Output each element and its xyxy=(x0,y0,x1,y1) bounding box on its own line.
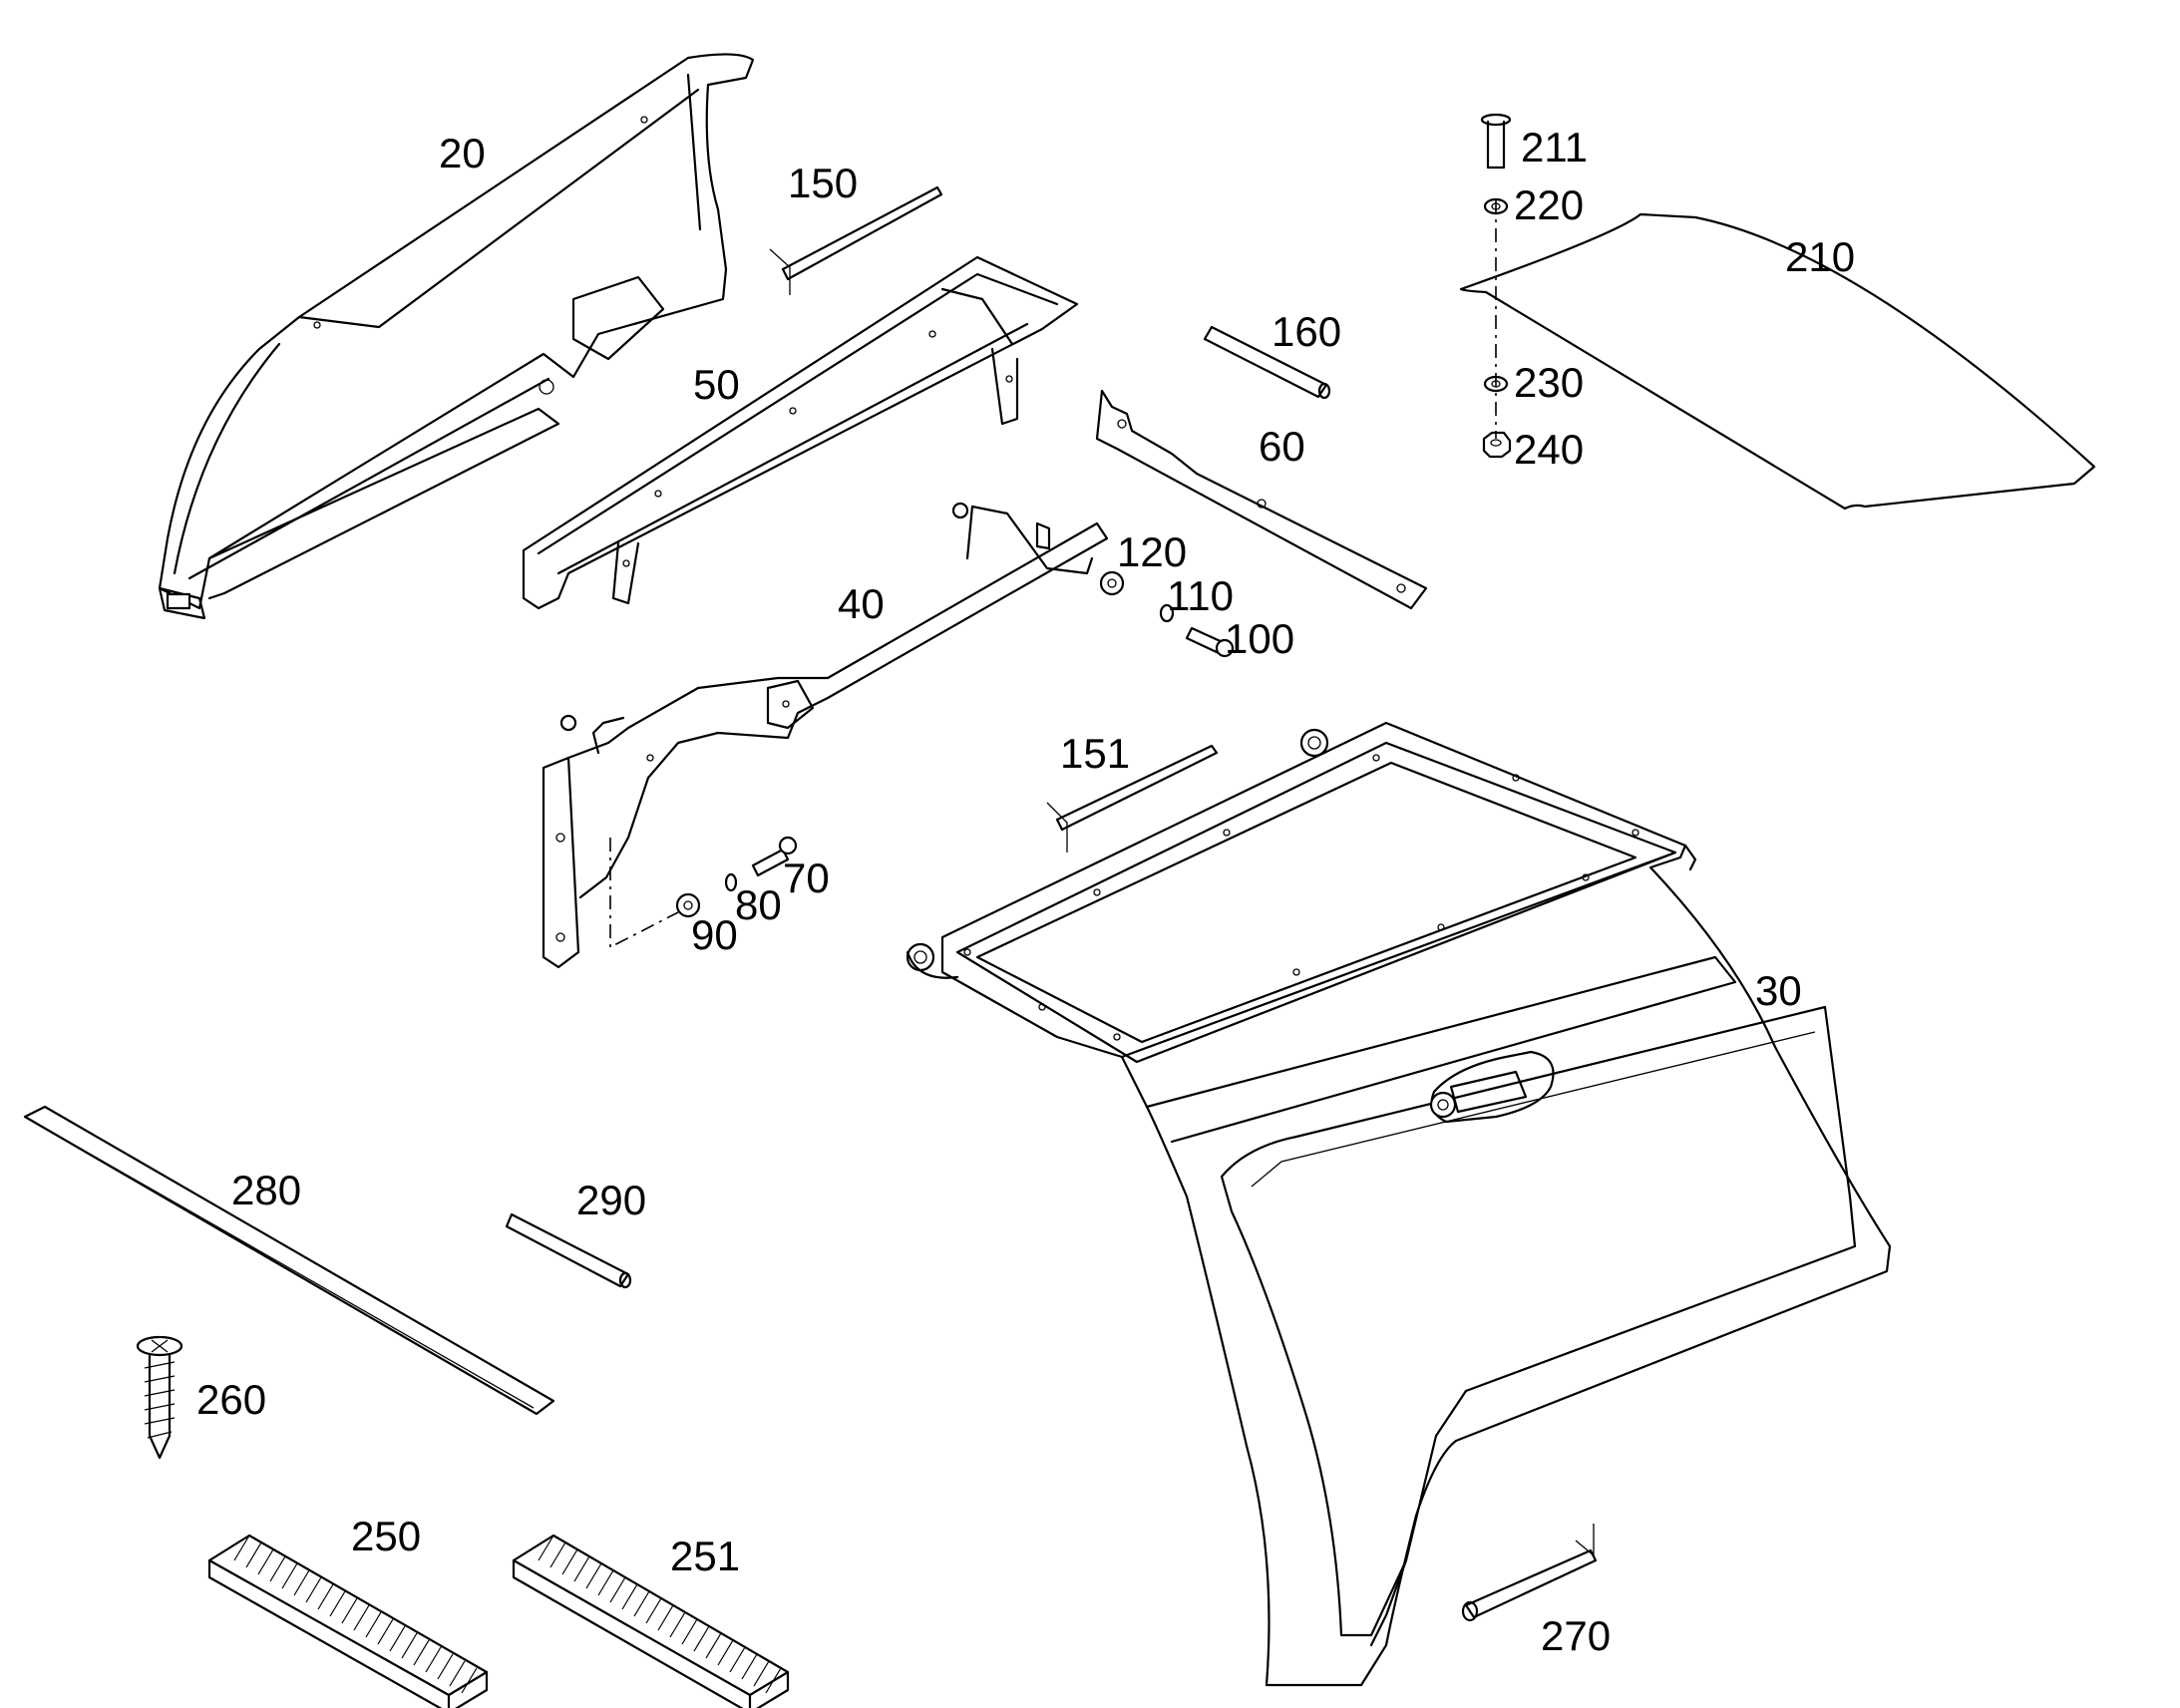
part-160-rod xyxy=(1203,325,1331,400)
callout-210: 210 xyxy=(1785,233,1855,280)
callout-260: 260 xyxy=(196,1376,266,1423)
callout-110: 110 xyxy=(1167,572,1234,619)
part-40-cross-member xyxy=(542,502,1109,969)
callout-280: 280 xyxy=(231,1167,301,1213)
callout-240: 240 xyxy=(1514,426,1584,473)
part-150-strip xyxy=(769,185,943,295)
part-151-strip xyxy=(1046,744,1219,853)
part-30-rear-door xyxy=(906,721,1892,1687)
part-110-lock-washer xyxy=(1159,603,1175,623)
callout-20: 20 xyxy=(439,130,486,176)
part-270-seal xyxy=(1461,1524,1598,1622)
part-100-bolt xyxy=(1185,626,1235,658)
callout-250: 250 xyxy=(351,1513,421,1559)
callout-80: 80 xyxy=(735,881,782,928)
part-20-side-frame xyxy=(158,53,755,620)
part-280-long-strip xyxy=(23,1105,555,1416)
part-120-washer xyxy=(1099,570,1125,596)
callout-50: 50 xyxy=(693,361,740,408)
part-260-screw xyxy=(136,1335,183,1460)
part-60-plate xyxy=(1095,389,1428,610)
callout-150: 150 xyxy=(788,160,858,206)
callout-211: 211 xyxy=(1521,124,1588,171)
part-80-lock-washer xyxy=(724,872,738,892)
part-90-washer xyxy=(675,892,701,918)
callout-251: 251 xyxy=(670,1533,740,1579)
assembly-axis-70-90 xyxy=(609,838,679,949)
callout-220: 220 xyxy=(1514,181,1584,228)
callout-40: 40 xyxy=(838,580,885,627)
part-220-washer xyxy=(1483,197,1509,215)
callout-90: 90 xyxy=(691,911,738,958)
callout-30: 30 xyxy=(1755,967,1802,1014)
callout-151: 151 xyxy=(1060,730,1130,777)
part-70-bolt xyxy=(751,836,798,877)
part-290-rod xyxy=(505,1212,632,1289)
part-251-brush xyxy=(512,1534,790,1708)
callout-120: 120 xyxy=(1117,528,1187,575)
part-230-washer xyxy=(1483,375,1509,393)
callout-290: 290 xyxy=(576,1177,646,1223)
callout-230: 230 xyxy=(1514,359,1584,406)
callout-60: 60 xyxy=(1259,423,1305,470)
callout-100: 100 xyxy=(1225,615,1294,662)
part-210-glass-panel xyxy=(1459,212,2096,511)
callout-70: 70 xyxy=(783,854,830,901)
callout-270: 270 xyxy=(1541,1612,1611,1659)
part-250-brush xyxy=(207,1534,489,1708)
callout-160: 160 xyxy=(1272,308,1341,355)
part-240-nut xyxy=(1482,431,1512,459)
part-50-bracket xyxy=(522,255,1079,610)
part-211-pin xyxy=(1480,113,1512,170)
